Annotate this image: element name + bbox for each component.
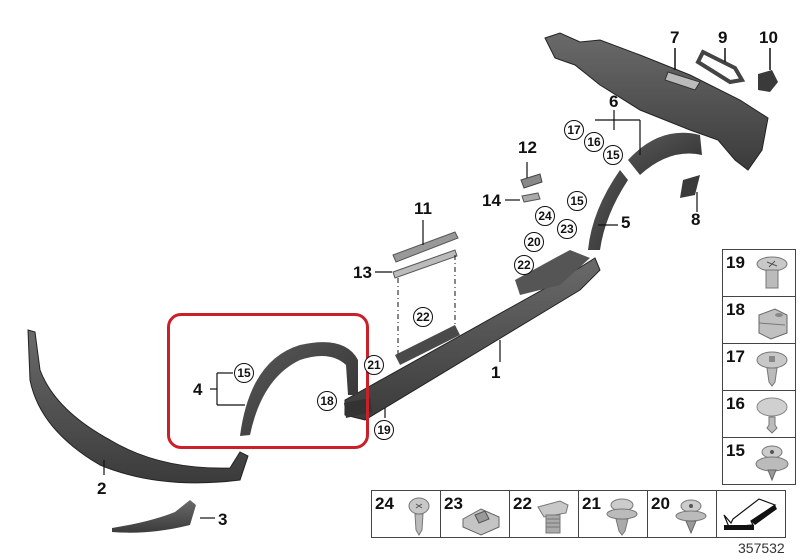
side-skirt-part [344, 250, 601, 421]
legend-cell-22: 22 [509, 490, 579, 538]
part-label-12: 12 [518, 138, 537, 157]
legend-cell-direction [716, 490, 786, 538]
legend-cell-24: 24 [371, 490, 441, 538]
torx-screw-icon [408, 497, 430, 536]
part-label-4: 4 [193, 380, 203, 399]
spring-nut-icon [462, 508, 500, 536]
part-label-8: 8 [691, 210, 701, 229]
fastener-legend-horizontal: 24 23 22 21 20 [371, 490, 786, 538]
legend-cell-18: 18 [722, 296, 796, 344]
part-label-2: 2 [97, 479, 107, 498]
legend-cell-21: 21 [578, 490, 648, 538]
plastic-rivet-icon [606, 498, 638, 536]
part-label-9: 9 [718, 28, 728, 47]
highlight-box [167, 313, 369, 449]
legend-cell-20: 20 [647, 490, 717, 538]
callout-23: 23 [557, 219, 577, 239]
callout-21: 21 [364, 355, 384, 375]
part-label-6: 6 [609, 92, 619, 111]
front-lip-part [112, 500, 215, 533]
callout-24: 24 [535, 206, 555, 226]
bracket-parts [505, 162, 543, 203]
part-label-1: 1 [491, 363, 501, 382]
callout-15: 15 [603, 145, 623, 165]
fastener-legend-vertical: 19 18 17 16 15 [722, 249, 796, 485]
legend-cell-15: 15 [722, 437, 796, 485]
part-label-13: 13 [353, 263, 372, 282]
part-label-11: 11 [414, 199, 432, 218]
callout-19: 19 [374, 420, 394, 440]
cover-cap-part [758, 48, 778, 92]
clip-nut-icon [758, 308, 788, 340]
front-spoiler-part [27, 329, 249, 484]
grommet-clip-icon [675, 499, 707, 535]
push-rivet-icon [756, 397, 788, 434]
expanding-rivet-icon [756, 351, 788, 387]
callout-17: 17 [564, 120, 584, 140]
part-label-10: 10 [759, 28, 778, 47]
part-label-3: 3 [218, 510, 228, 529]
callout-22: 22 [514, 255, 534, 275]
callout-15: 15 [567, 191, 587, 211]
document-number: 357532 [738, 540, 785, 556]
rear-bumper-trim-part [544, 32, 769, 171]
legend-cell-17: 17 [722, 343, 796, 391]
part-label-5: 5 [621, 213, 631, 232]
callout-22: 22 [413, 307, 433, 327]
front-wheel-arch-part [210, 342, 372, 436]
callout-16: 16 [584, 132, 604, 152]
screw-clip-icon [756, 256, 788, 289]
part-label-14: 14 [482, 191, 501, 210]
part-label-7: 7 [670, 28, 680, 47]
legend-cell-23: 23 [440, 490, 510, 538]
callout-20: 20 [524, 232, 544, 252]
forward-arrow-icon [723, 498, 777, 530]
exhaust-trim-part [695, 48, 746, 85]
sill-strip-parts [375, 220, 459, 360]
trim-clip-icon [755, 445, 789, 482]
callout-18: 18 [317, 391, 337, 411]
callout-15: 15 [234, 363, 254, 383]
legend-cell-16: 16 [722, 390, 796, 438]
legend-cell-19: 19 [722, 249, 796, 297]
rear-wheel-arch-part [588, 110, 702, 250]
fir-tree-clip-icon [537, 500, 569, 534]
